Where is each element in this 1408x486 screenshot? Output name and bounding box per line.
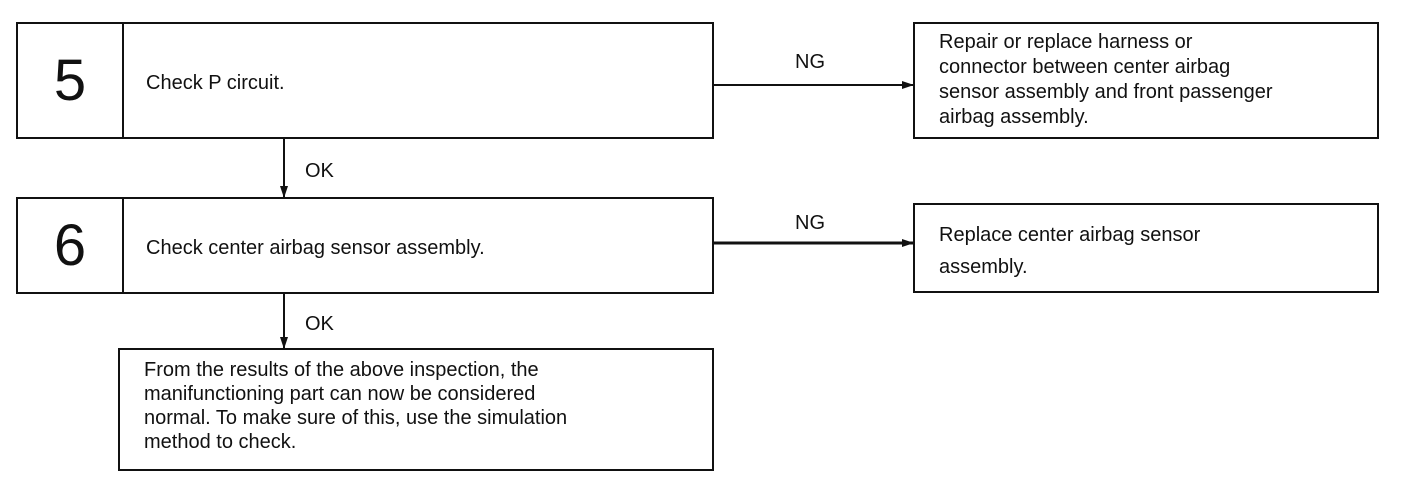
step-6-number: 6 [18, 199, 124, 292]
result-5-line: Repair or replace harness or [939, 31, 1193, 53]
step-5-number: 5 [18, 24, 124, 137]
final-line: From the results of the above inspection… [144, 359, 539, 381]
ok-label-step-6: OK [305, 313, 334, 335]
result-5-line: connector between center airbag [939, 56, 1231, 78]
step-5-box: 5 Check P circuit. [16, 22, 714, 139]
result-5-line: sensor assembly and front passenger [939, 81, 1273, 103]
ng-label-step-6: NG [795, 212, 825, 234]
final-conclusion-box: From the results of the above inspection… [118, 348, 714, 471]
final-line: method to check. [144, 431, 297, 453]
step-6-text: Check center airbag sensor assembly. [146, 237, 485, 259]
final-line: normal. To make sure of this, use the si… [144, 407, 568, 429]
step-5-text: Check P circuit. [146, 72, 285, 94]
result-6-line: Replace center airbag sensor [939, 224, 1201, 246]
result-box-step-6-ng: Replace center airbag sensor assembly. [913, 203, 1379, 293]
result-box-step-5-ng: Repair or replace harness or connector b… [913, 22, 1379, 139]
ng-label-step-5: NG [795, 51, 825, 73]
step-6-box: 6 Check center airbag sensor assembly. [16, 197, 714, 294]
final-line: manifunctioning part can now be consider… [144, 383, 536, 405]
ok-label-step-5: OK [305, 160, 334, 182]
result-6-line: assembly. [939, 256, 1028, 278]
result-5-line: airbag assembly. [939, 106, 1089, 128]
